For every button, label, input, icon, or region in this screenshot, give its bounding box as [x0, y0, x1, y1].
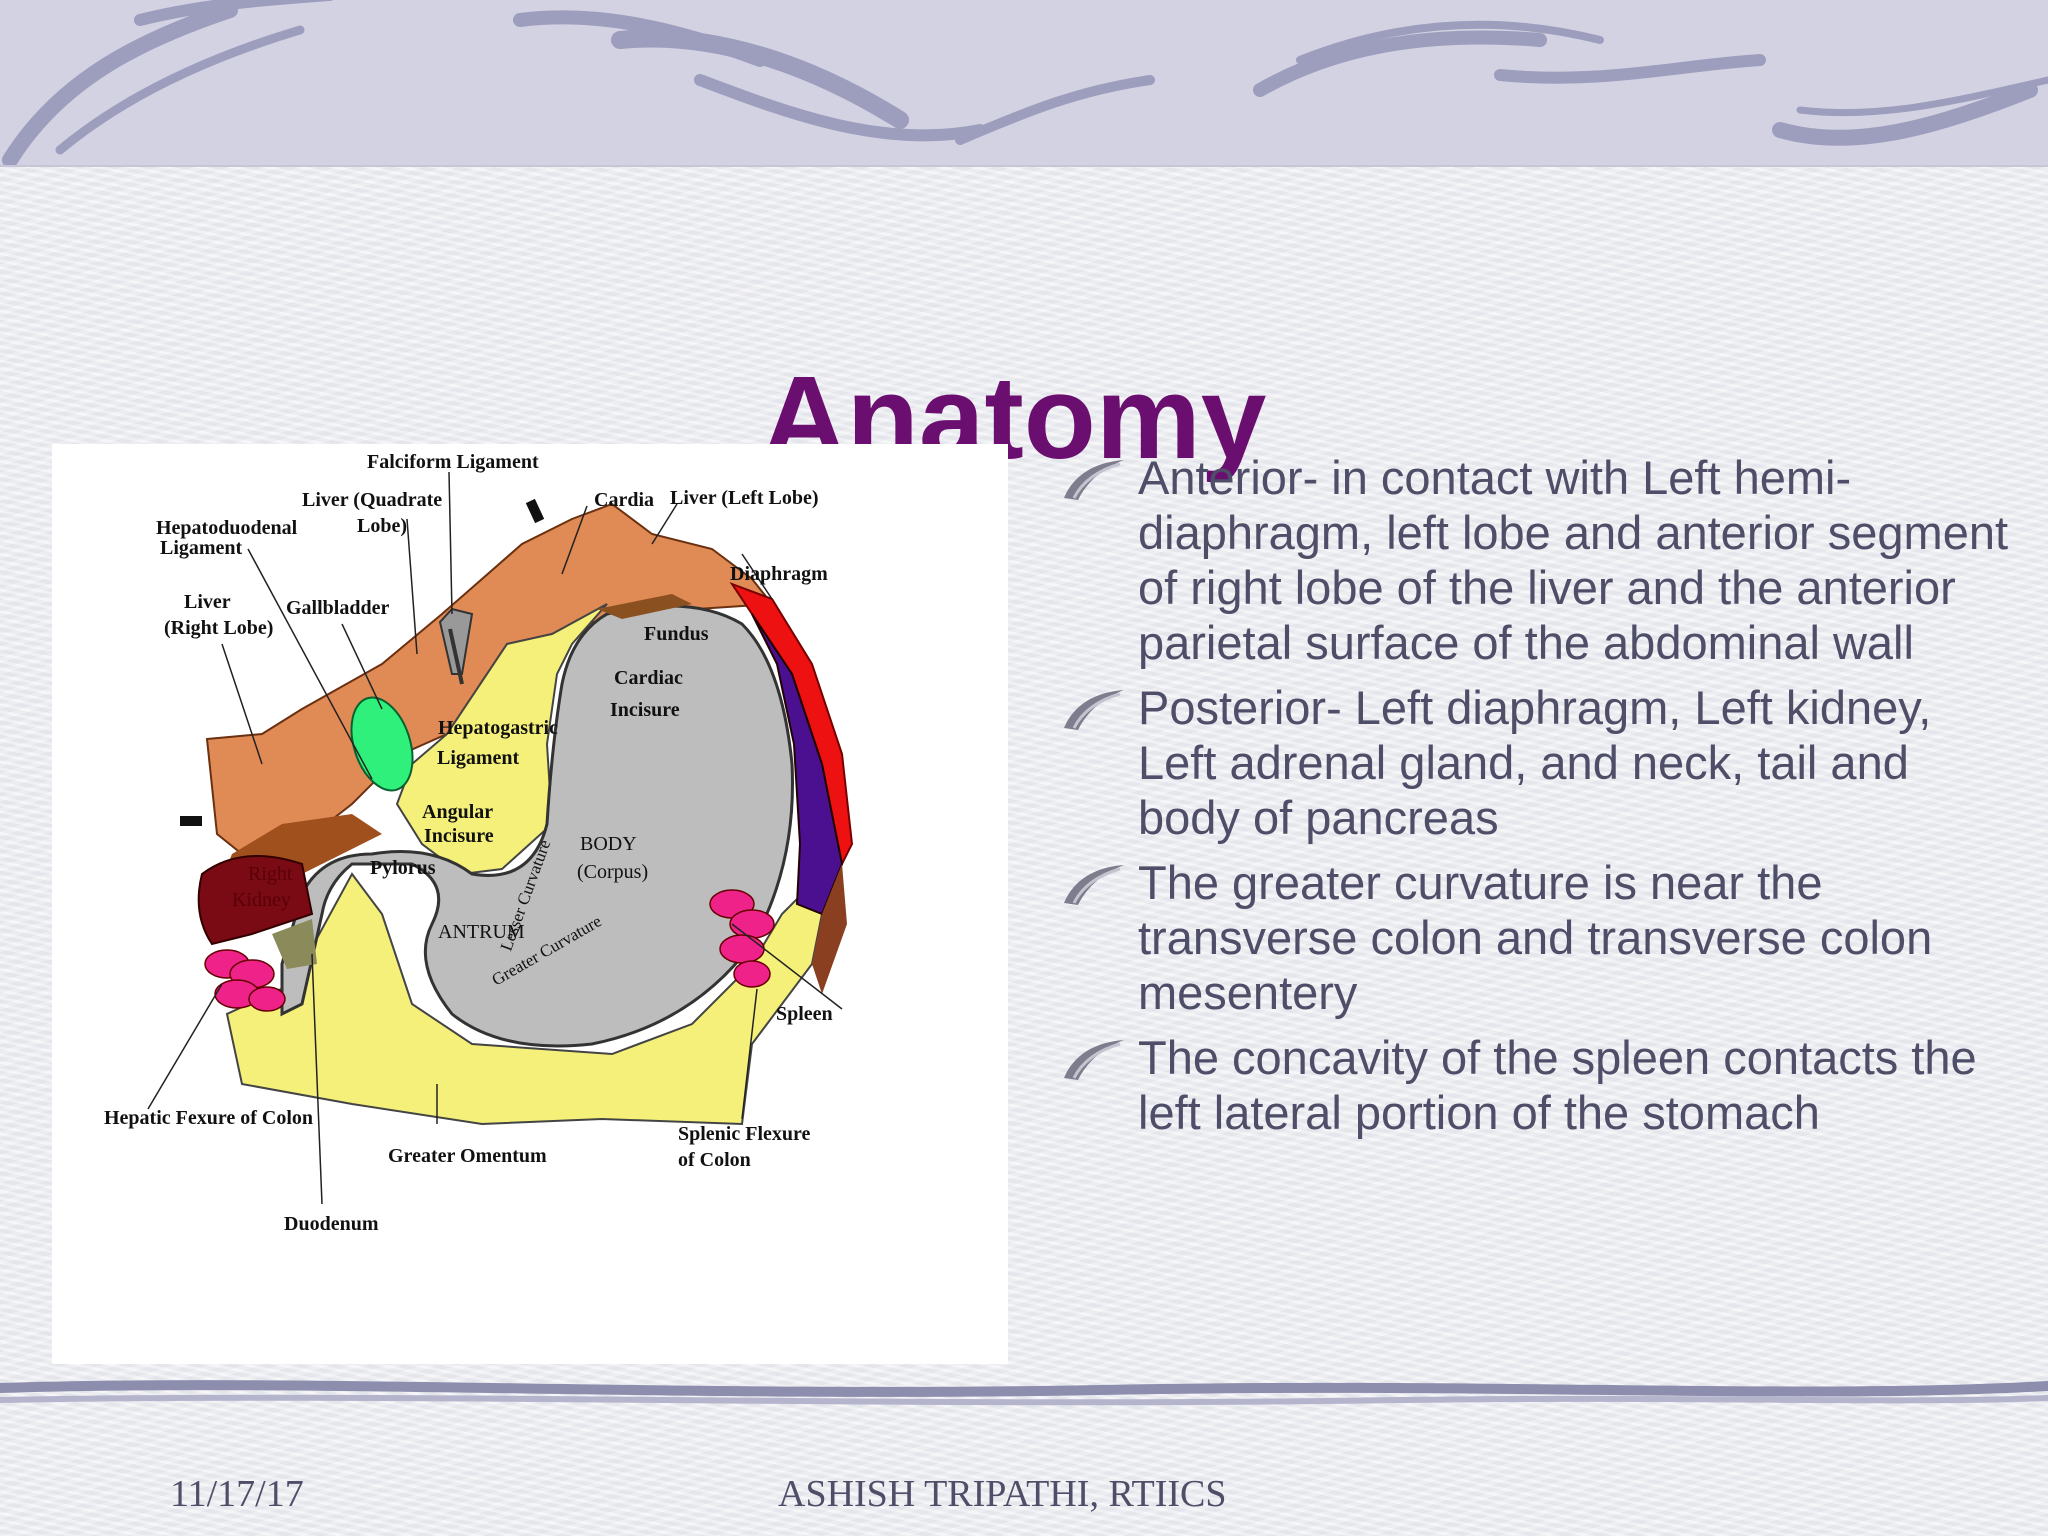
label-falciform: Falciform Ligament: [367, 451, 539, 473]
label-hepatogastric: Hepatogastric: [438, 717, 558, 739]
label-spleen: Spleen: [776, 1003, 833, 1025]
stomach-anatomy-diagram: Falciform Ligament Liver (Quadrate Lobe)…: [52, 444, 1008, 1364]
label-hepatogastric-2: Ligament: [437, 747, 520, 769]
bullet-text-anterior: Anterior- in contact with Left hemi-diap…: [1138, 451, 2009, 669]
bullet-text-spleen: The concavity of the spleen contacts the…: [1138, 1031, 1977, 1139]
bullet-text-greater-curvature: The greater curvature is near the transv…: [1138, 856, 1933, 1019]
bullet-item-spleen: The concavity of the spleen contacts the…: [1060, 1030, 2020, 1140]
label-liver-quadrate: Liver (Quadrate: [302, 489, 442, 511]
hepatic-flexure-colon: [204, 949, 286, 1012]
label-fundus: Fundus: [644, 623, 709, 645]
label-liver-left: Liver (Left Lobe): [670, 487, 819, 509]
label-greater-omentum: Greater Omentum: [388, 1145, 547, 1167]
swoosh-bullet-icon: [1064, 865, 1124, 905]
spleen-back: [812, 864, 847, 994]
swirl-decoration: [2, 0, 2048, 165]
decorative-header-banner: [0, 0, 2048, 167]
liver-right-marker: [180, 816, 202, 826]
label-liver-quadrate-2: Lobe): [357, 515, 407, 537]
label-angular-incisure: Angular: [422, 801, 493, 823]
swoosh-bullet-icon: [1064, 690, 1124, 730]
cardia-strip: [597, 594, 692, 619]
right-kidney-shape: [197, 855, 314, 946]
label-right-kidney-2: Kidney: [232, 889, 291, 911]
spleen-shape: [751, 613, 844, 916]
falciform-ligament-shape: [438, 607, 474, 675]
label-body-2: (Corpus): [577, 861, 648, 883]
label-antrum: ANTRUM: [438, 921, 525, 943]
footer-date: 11/17/17: [170, 1473, 304, 1515]
label-liver-right-2: (Right Lobe): [164, 617, 273, 639]
label-gallbladder: Gallbladder: [286, 597, 389, 619]
label-cardia: Cardia: [594, 489, 654, 511]
decorative-footer-band: [0, 1370, 2048, 1416]
label-angular-incisure-2: Incisure: [424, 825, 494, 847]
bullet-item-posterior: Posterior- Left diaphragm, Left kidney, …: [1060, 680, 2020, 845]
label-right-kidney: Right: [248, 863, 293, 885]
gallbladder-shape: [350, 696, 414, 792]
label-pylorus: Pylorus: [370, 857, 436, 879]
bullet-text-posterior: Posterior- Left diaphragm, Left kidney, …: [1138, 681, 1932, 844]
swoosh-bullet-icon: [1064, 1040, 1124, 1080]
label-hepatoduodenal: Hepatoduodenal: [156, 517, 298, 539]
label-liver-right: Liver: [184, 591, 231, 613]
footer-author: ASHISH TRIPATHI, RTIICS: [778, 1473, 1227, 1515]
bullet-item-greater-curvature: The greater curvature is near the transv…: [1060, 855, 2020, 1020]
label-splenic-flexure-2: of Colon: [678, 1149, 751, 1171]
bullet-item-anterior: Anterior- in contact with Left hemi-diap…: [1060, 450, 2020, 670]
stomach-shape: [280, 604, 794, 1048]
bullet-list: Anterior- in contact with Left hemi-diap…: [1060, 450, 2020, 1150]
label-cardiac-incisure-2: Incisure: [610, 699, 680, 721]
duodenum-patch: [272, 919, 317, 969]
label-hepatic-flexure: Hepatic Fexure of Colon: [104, 1107, 313, 1129]
label-splenic-flexure: Splenic Flexure: [678, 1123, 811, 1145]
swoosh-bullet-icon: [1064, 460, 1124, 500]
falciform-pin: [448, 628, 464, 685]
label-cardiac-incisure: Cardiac: [614, 667, 683, 689]
label-diaphragm: Diaphragm: [730, 563, 828, 585]
label-body: BODY: [580, 833, 637, 855]
label-hepatoduodenal-2: Ligament: [160, 537, 243, 559]
leader-lines: [147, 471, 843, 1205]
cardia-marker: [525, 498, 545, 524]
label-duodenum: Duodenum: [284, 1213, 379, 1235]
